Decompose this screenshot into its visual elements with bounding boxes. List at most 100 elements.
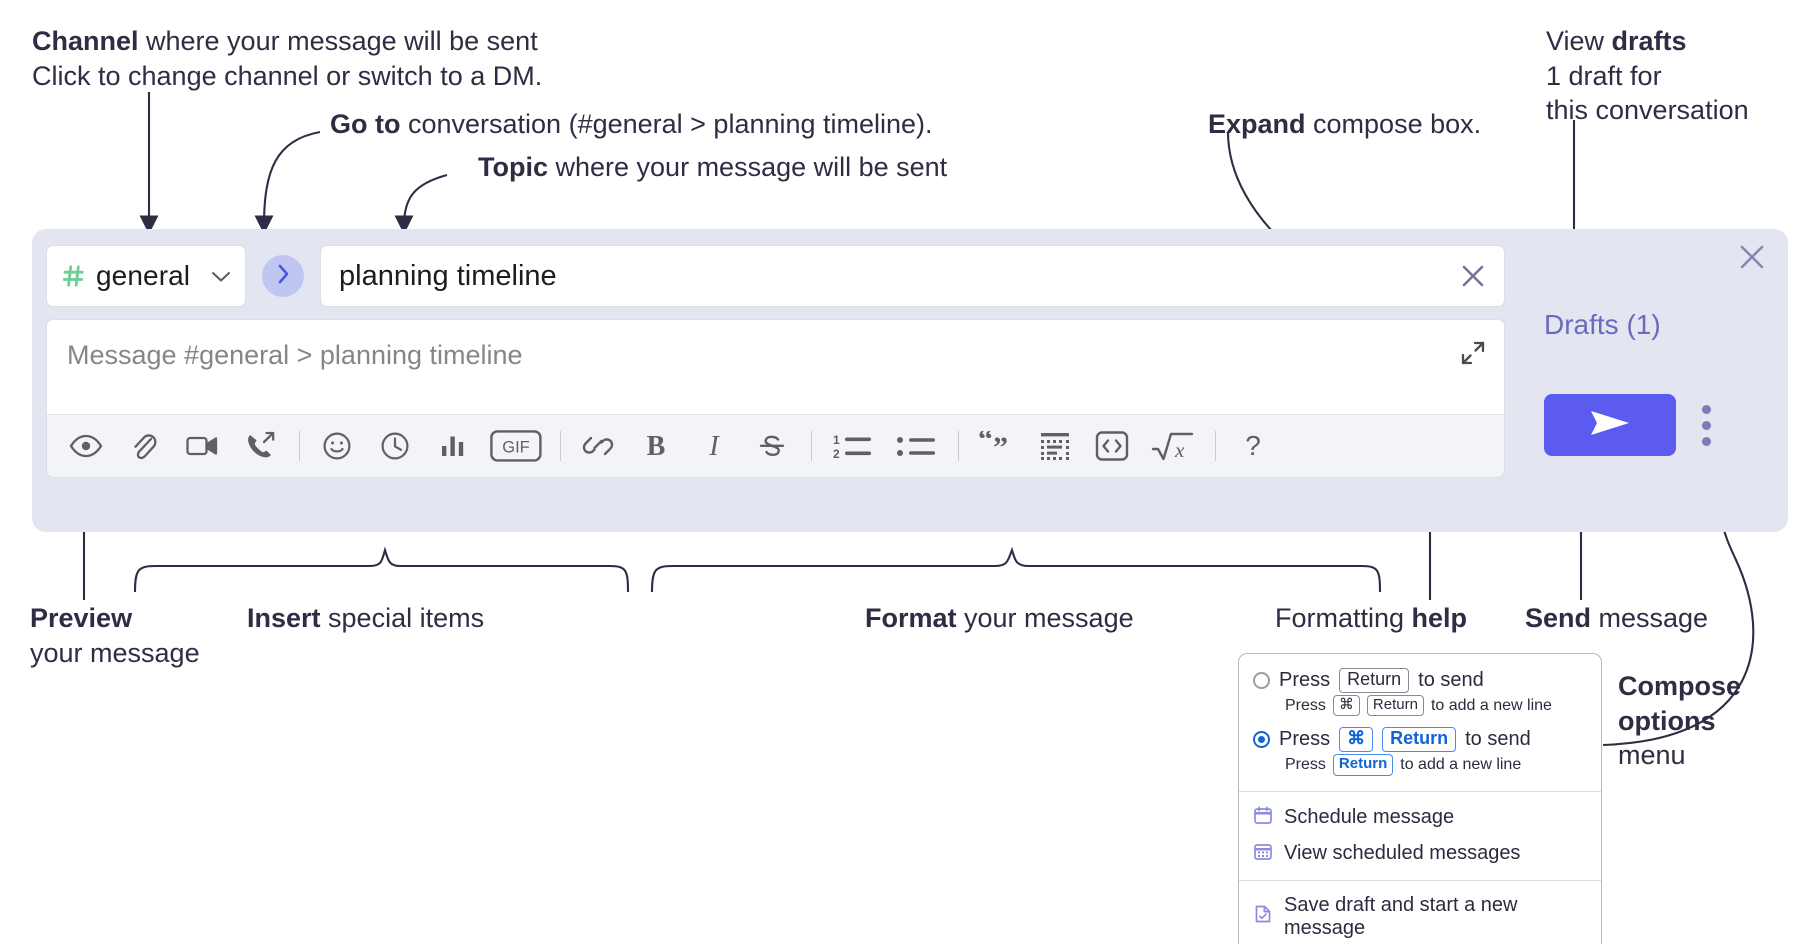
- message-placeholder: Message #general > planning timeline: [67, 340, 523, 370]
- channel-picker[interactable]: general: [46, 245, 246, 307]
- annotation-channel-sub: Click to change channel or switch to a D…: [32, 60, 543, 91]
- drafts-link[interactable]: Drafts (1): [1544, 309, 1661, 340]
- compose-left-column: general planning timeline: [32, 229, 1519, 532]
- send-option-return[interactable]: Press Return to send: [1239, 664, 1601, 695]
- annotation-topic: Topic where your message will be sent: [478, 152, 948, 182]
- hash-icon: [61, 263, 87, 289]
- option-pre: Press: [1279, 728, 1331, 751]
- key-return: Return: [1339, 668, 1410, 693]
- compose-header-row: general planning timeline: [46, 245, 1505, 307]
- message-input[interactable]: Message #general > planning timeline: [46, 319, 1505, 414]
- key-return: Return: [1366, 694, 1424, 717]
- ordered-list-icon[interactable]: 1 2: [826, 423, 878, 469]
- send-option-cmd-return[interactable]: Press ⌘ Return to send: [1239, 723, 1601, 754]
- svg-text:x: x: [1174, 438, 1185, 462]
- sub-post: to add a new line: [1430, 696, 1552, 714]
- bold-label: B: [647, 431, 666, 461]
- annotation-goto: Go to conversation (#general > planning …: [330, 109, 933, 139]
- menu-item-label: Save draft and start a new message: [1284, 893, 1518, 939]
- bulleted-list-icon[interactable]: [890, 423, 942, 469]
- toolbar-separator: [1215, 431, 1216, 461]
- blockquote-icon[interactable]: “ ”: [973, 423, 1021, 469]
- sub-pre: Press: [1285, 755, 1326, 773]
- annotation-drafts-title: View drafts: [1546, 26, 1687, 56]
- inline-code-icon[interactable]: [1089, 423, 1135, 469]
- italic-icon[interactable]: I: [691, 423, 737, 469]
- annotation-expand: Expand compose box.: [1208, 109, 1482, 139]
- toolbar-separator: [299, 431, 300, 461]
- help-icon[interactable]: ?: [1230, 423, 1276, 469]
- calendar-grid-icon: [1253, 841, 1273, 867]
- poll-icon[interactable]: [430, 423, 476, 469]
- attachment-icon[interactable]: [121, 423, 167, 469]
- topic-input[interactable]: planning timeline: [320, 245, 1505, 307]
- send-option-return-sub: Press ⌘ Return to add a new line: [1239, 694, 1601, 724]
- annotation-send: Send message: [1525, 603, 1709, 633]
- annotation-formatting-help: Formatting help: [1275, 603, 1468, 633]
- compose-right-panel: Drafts (1): [1519, 229, 1788, 532]
- strikethrough-icon[interactable]: [749, 423, 795, 469]
- annotation-compose-options: Compose options menu: [1618, 671, 1742, 771]
- annotation-insert: Insert special items: [247, 603, 485, 633]
- clock-icon[interactable]: [372, 423, 418, 469]
- send-row: [1544, 394, 1711, 456]
- annotation-drafts-sub1: 1 draft for: [1546, 60, 1662, 91]
- svg-text:2: 2: [833, 447, 840, 461]
- send-button[interactable]: [1544, 394, 1676, 456]
- more-vertical-icon[interactable]: [1702, 404, 1711, 446]
- annotation-drafts: View drafts 1 draft for this conversatio…: [1546, 24, 1749, 128]
- key-return: Return: [1332, 754, 1394, 776]
- option-pre: Press: [1279, 668, 1331, 691]
- option-post: to send: [1465, 728, 1531, 751]
- compose-box: general planning timeline: [32, 229, 1788, 532]
- annotation-format: Format your message: [865, 603, 1134, 633]
- toolbar-separator: [560, 431, 561, 461]
- key-return: Return: [1382, 727, 1457, 753]
- audio-call-icon[interactable]: [237, 423, 283, 469]
- key-command: ⌘: [1339, 727, 1374, 753]
- help-label: ?: [1245, 430, 1261, 461]
- toolbar-separator: [958, 431, 959, 461]
- emoji-icon[interactable]: [314, 423, 360, 469]
- close-icon[interactable]: [1458, 261, 1488, 291]
- math-icon[interactable]: x: [1147, 423, 1199, 469]
- key-command: ⌘: [1332, 694, 1360, 717]
- send-option-cmd-return-sub: Press Return to add a new line: [1239, 754, 1601, 783]
- bold-icon[interactable]: B: [633, 423, 679, 469]
- calendar-icon: [1253, 805, 1273, 831]
- kebab-dot: [1702, 404, 1711, 414]
- annotation-preview: Preview your message: [30, 603, 200, 668]
- radio-button-selected[interactable]: [1253, 731, 1270, 749]
- option-post: to send: [1418, 668, 1484, 691]
- annotation-channel-title: Channel where your message will be sent: [32, 26, 538, 56]
- toolbar-separator: [811, 431, 812, 461]
- preview-icon[interactable]: [63, 423, 109, 469]
- chevron-down-icon: [211, 270, 231, 282]
- sub-post: to add a new line: [1400, 755, 1522, 773]
- italic-label: I: [708, 431, 720, 461]
- code-block-icon[interactable]: [1033, 423, 1077, 469]
- radio-button[interactable]: [1253, 671, 1270, 689]
- annotation-drafts-sub2: this conversation: [1546, 95, 1749, 126]
- annotation-channel: Channel where your message will be sent …: [32, 24, 542, 93]
- channel-name: general: [96, 260, 191, 291]
- expand-icon[interactable]: [1460, 340, 1486, 366]
- kebab-dot: [1702, 420, 1711, 430]
- close-icon[interactable]: [1736, 241, 1768, 273]
- link-icon[interactable]: [575, 423, 621, 469]
- svg-text:1: 1: [833, 433, 840, 447]
- chevron-right-icon: [275, 263, 291, 290]
- menu-divider: [1239, 879, 1601, 881]
- menu-item-schedule-message[interactable]: Schedule message: [1239, 800, 1601, 836]
- menu-item-save-draft[interactable]: Save draft and start a new message: [1239, 889, 1601, 944]
- goto-conversation-button[interactable]: [262, 255, 304, 297]
- menu-item-view-scheduled-messages[interactable]: View scheduled messages: [1239, 836, 1601, 872]
- video-icon[interactable]: [179, 423, 225, 469]
- formatting-toolbar: GIF B: [46, 414, 1505, 478]
- gif-label: GIF: [502, 439, 530, 457]
- topic-value: planning timeline: [339, 259, 557, 292]
- compose-options-menu: Press Return to send Press ⌘ Return to a…: [1238, 653, 1602, 944]
- gif-icon[interactable]: GIF: [488, 423, 544, 469]
- menu-divider: [1239, 790, 1601, 792]
- kebab-dot: [1702, 436, 1711, 446]
